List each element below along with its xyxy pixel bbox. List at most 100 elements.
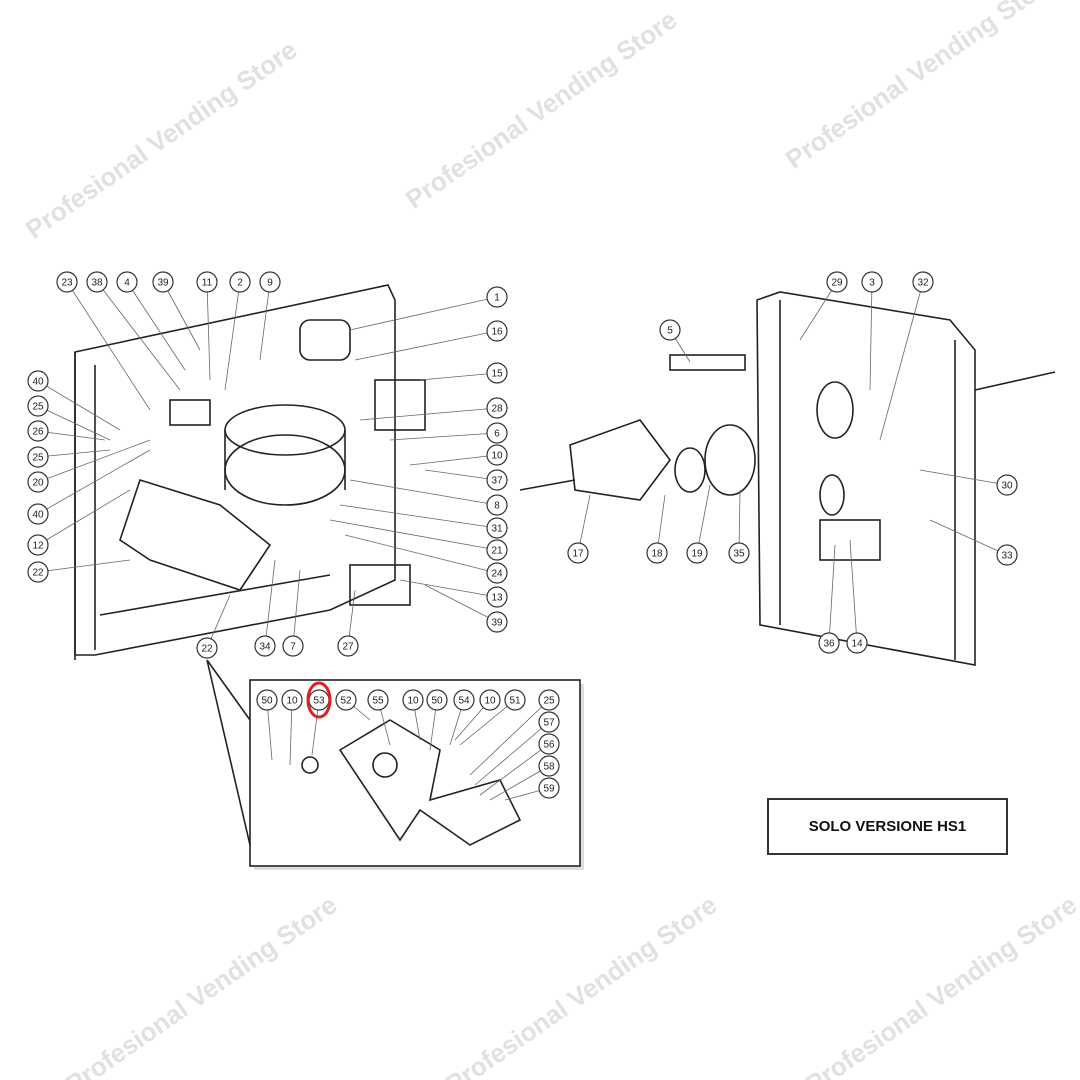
- callout-circle: [538, 777, 560, 799]
- leader-line: [424, 469, 498, 481]
- leader-line: [399, 579, 498, 598]
- leader-line: [126, 281, 186, 371]
- callout-number: 40: [32, 510, 44, 521]
- callout-number: 17: [572, 549, 584, 560]
- callout-35: 35: [728, 542, 750, 564]
- callout-50: 50: [426, 689, 448, 711]
- callout-number: 29: [831, 278, 843, 289]
- callout-circle: [86, 271, 108, 293]
- callout-circle: [861, 271, 883, 293]
- callout-number: 52: [340, 696, 352, 707]
- callout-number: 11: [202, 278, 213, 289]
- callout-7: 7: [282, 635, 304, 657]
- leader-line: [474, 721, 550, 786]
- callout-number: 36: [823, 639, 835, 650]
- callout-number: 53: [313, 696, 325, 707]
- callout-number: 51: [509, 696, 521, 707]
- callout-22: 22: [27, 561, 49, 583]
- solo-versione-hs1-label: SOLO VERSIONE HS1: [767, 798, 1008, 855]
- callout-number: 34: [259, 642, 271, 653]
- callout-9: 9: [259, 271, 281, 293]
- leader-line: [339, 504, 498, 529]
- callout-8: 8: [486, 494, 508, 516]
- leader-line: [489, 765, 550, 801]
- leader-line: [879, 281, 924, 441]
- callout-34: 34: [254, 635, 276, 657]
- leader-line: [828, 544, 836, 644]
- leader-line: [696, 484, 711, 554]
- callout-37: 37: [486, 469, 508, 491]
- callout-number: 38: [91, 278, 103, 289]
- leader-line: [292, 569, 301, 647]
- callout-number: 27: [342, 642, 354, 653]
- callout-53: 53: [306, 681, 332, 719]
- callout-circle: [486, 494, 508, 516]
- callout-4: 4: [116, 271, 138, 293]
- leader-line: [469, 699, 550, 776]
- callout-number: 35: [733, 549, 745, 560]
- callout-number: 18: [651, 549, 663, 560]
- callout-circle: [486, 444, 508, 466]
- callout-circle: [27, 534, 49, 556]
- callout-circle: [538, 733, 560, 755]
- callout-circle: [486, 469, 508, 491]
- callout-circle: [486, 397, 508, 419]
- callout-16: 16: [486, 320, 508, 342]
- callout-circle: [254, 635, 276, 657]
- leader-line: [359, 407, 498, 421]
- callout-number: 23: [61, 278, 73, 289]
- callout-number: 10: [286, 696, 298, 707]
- callout-circle: [567, 542, 589, 564]
- callout-circle: [996, 544, 1018, 566]
- callout-number: 10: [484, 696, 496, 707]
- leader-line: [264, 559, 276, 647]
- callout-number: 37: [491, 476, 503, 487]
- callout-circle: [426, 689, 448, 711]
- leader-line: [344, 534, 498, 574]
- callout-23: 23: [56, 271, 78, 293]
- callout-number: 16: [491, 327, 503, 338]
- callout-number: 8: [494, 501, 500, 512]
- callout-33: 33: [996, 544, 1018, 566]
- callout-20: 20: [27, 471, 49, 493]
- callout-circle: [996, 474, 1018, 496]
- left-frame-panel: [74, 284, 396, 656]
- callout-36: 36: [818, 632, 840, 654]
- callout-51: 51: [504, 689, 526, 711]
- callout-22: 22: [196, 637, 218, 659]
- callout-circle: [402, 689, 424, 711]
- callout-2: 2: [229, 271, 251, 293]
- leader-line: [419, 372, 498, 381]
- callout-number: 1: [494, 293, 500, 304]
- callout-circle: [27, 503, 49, 525]
- callout-number: 50: [431, 696, 443, 707]
- leader-line: [849, 539, 858, 644]
- callout-number: 55: [372, 696, 384, 707]
- callout-circle: [282, 635, 304, 657]
- callout-circle: [486, 422, 508, 444]
- callout-circle: [538, 689, 560, 711]
- callout-11: 11: [196, 271, 218, 293]
- brewer-unit: [569, 419, 671, 501]
- callout-circle: [335, 689, 357, 711]
- callout-number: 5: [667, 326, 673, 337]
- callout-10: 10: [281, 689, 303, 711]
- callout-number: 28: [491, 404, 503, 415]
- callout-circle: [504, 689, 526, 711]
- leader-line: [929, 519, 1008, 556]
- callout-3: 3: [861, 271, 883, 293]
- callout-circle: [27, 420, 49, 442]
- callout-27: 27: [337, 635, 359, 657]
- callout-number: 24: [491, 569, 503, 580]
- callout-number: 54: [458, 696, 470, 707]
- leader-line: [37, 380, 121, 431]
- callout-circle: [486, 286, 508, 308]
- leader-line: [389, 432, 498, 441]
- callout-55: 55: [367, 689, 389, 711]
- callout-number: 26: [32, 427, 44, 438]
- boiler: [224, 434, 346, 506]
- leader-line: [162, 281, 201, 351]
- callout-39: 39: [152, 271, 174, 293]
- callout-57: 57: [538, 711, 560, 733]
